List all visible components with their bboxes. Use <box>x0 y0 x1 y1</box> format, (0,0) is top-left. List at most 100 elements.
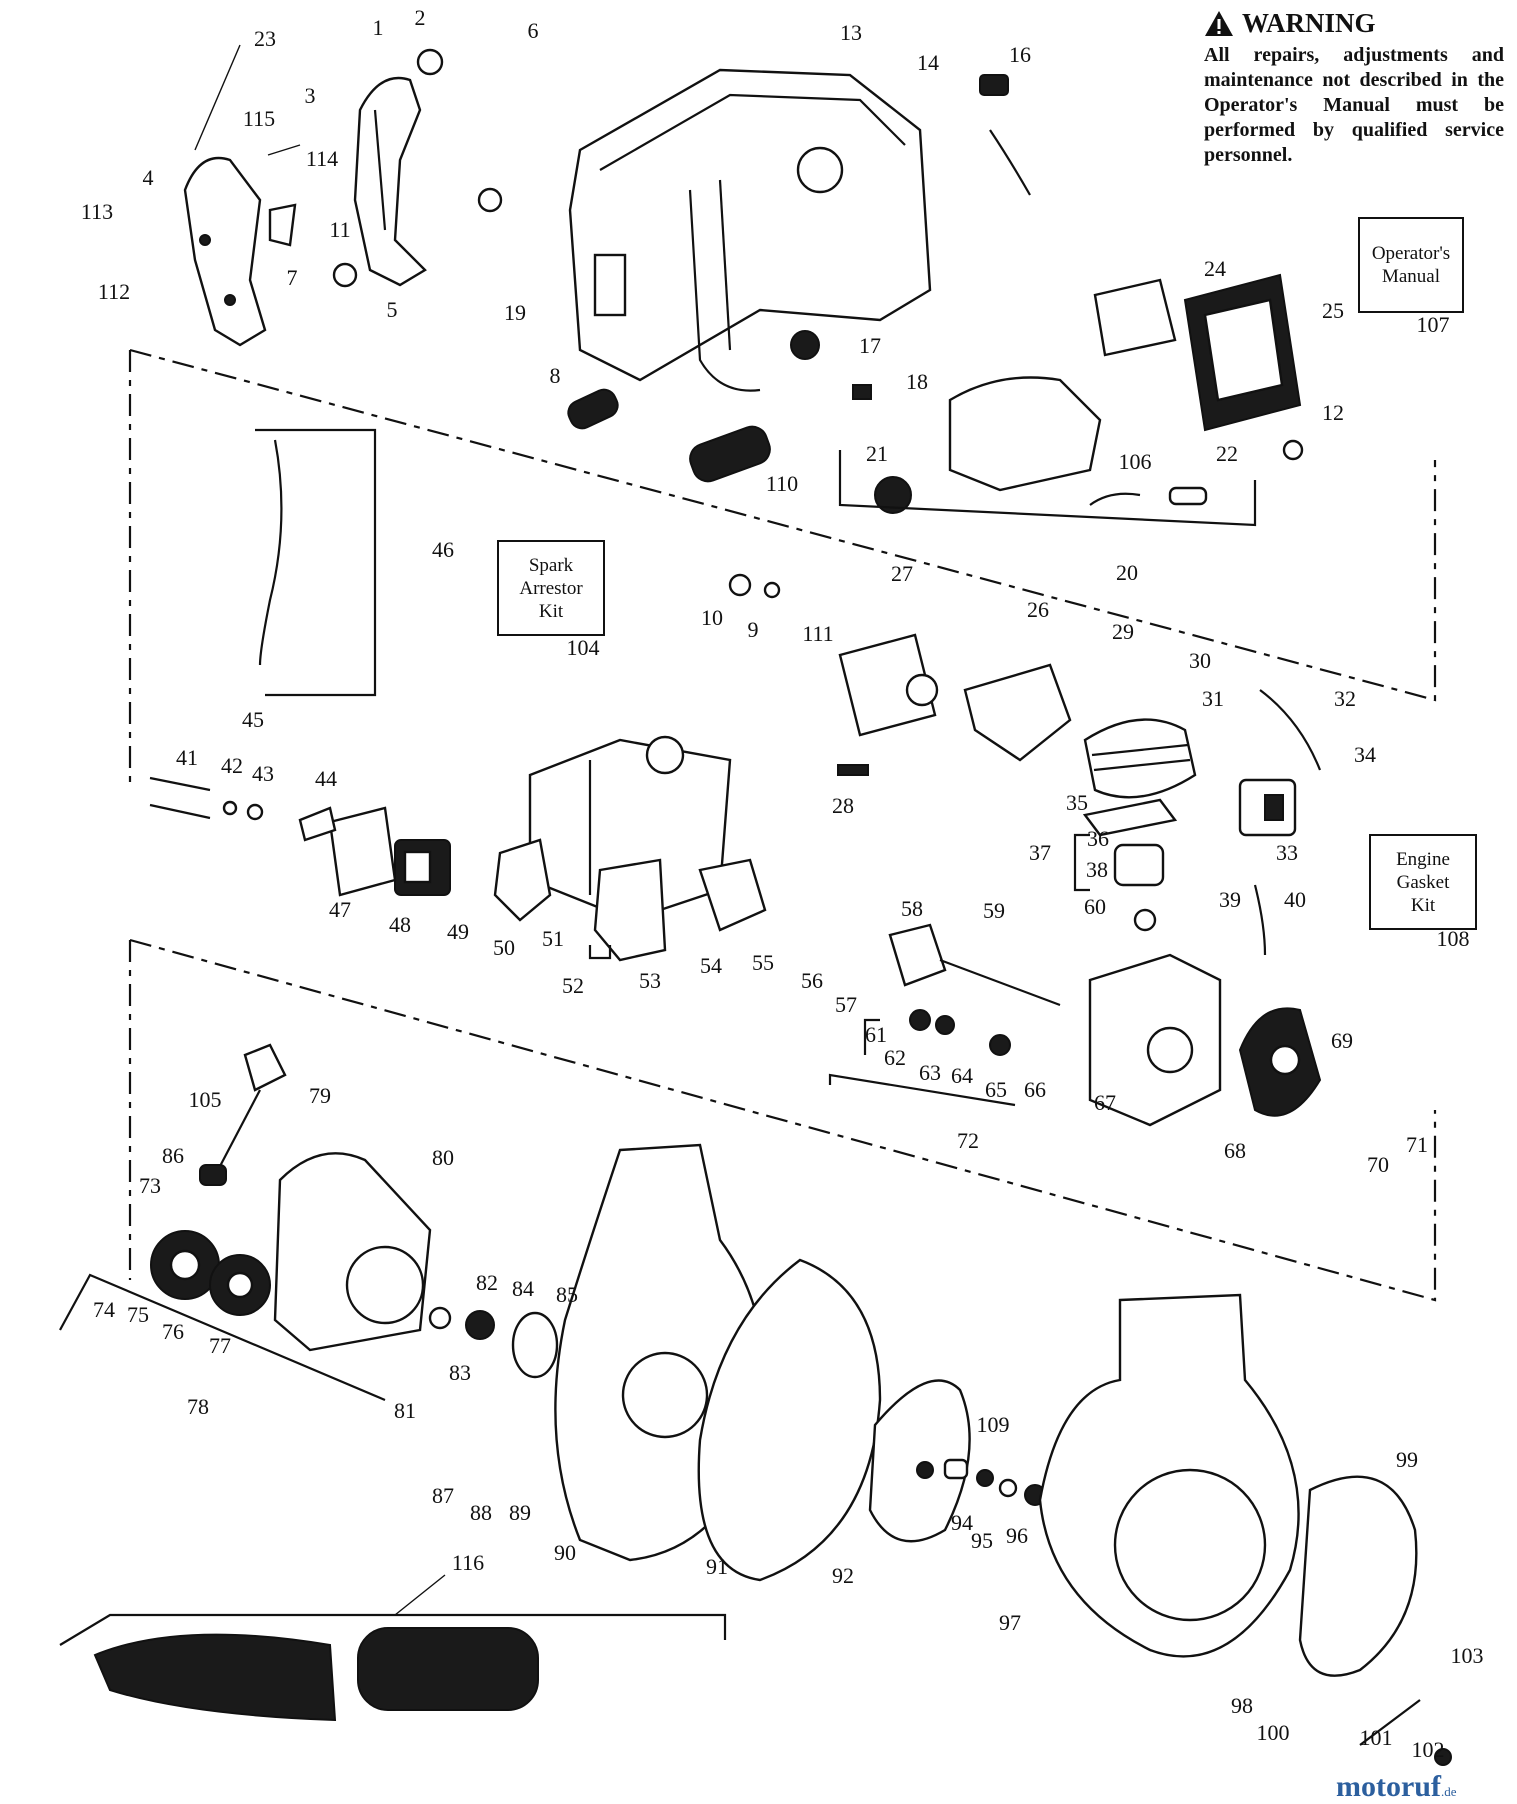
callout-5: 5 <box>387 297 398 322</box>
fuel-tank-group-bracket <box>838 450 1257 527</box>
callout-96: 96 <box>1006 1523 1028 1548</box>
callout-88: 88 <box>470 1500 492 1525</box>
callout-76: 76 <box>162 1319 184 1344</box>
callout-6: 6 <box>528 18 539 43</box>
ignition-module-33-part <box>1238 778 1297 837</box>
callout-18: 18 <box>906 369 928 394</box>
warning-panel: WARNING All repairs, adjustments and mai… <box>1204 8 1504 168</box>
spacer-83-part <box>428 1306 452 1330</box>
callout-86: 86 <box>162 1143 184 1168</box>
callout-9: 9 <box>748 617 759 642</box>
callout-107: 107 <box>1417 312 1450 337</box>
cylinder-31-part <box>1083 718 1197 799</box>
grommet-17-part <box>790 330 820 360</box>
o-ring-85-part <box>511 1311 559 1379</box>
flywheel-68-part <box>1238 1007 1322 1117</box>
callout-70: 70 <box>1367 1152 1389 1177</box>
washer-95-part <box>998 1478 1018 1498</box>
callout-35: 35 <box>1066 790 1088 815</box>
watermark-name: motoruf <box>1336 1770 1441 1803</box>
watermark-tld: .de <box>1440 1784 1457 1799</box>
callout-43: 43 <box>252 761 274 786</box>
callout-50: 50 <box>493 935 515 960</box>
grommet-part <box>332 262 358 288</box>
callout-19: 19 <box>504 300 526 325</box>
filter-25-part <box>1183 273 1302 432</box>
callout-13: 13 <box>840 20 862 45</box>
callout-115: 115 <box>243 106 275 131</box>
callout-1: 1 <box>373 15 384 40</box>
muffler-27-part <box>838 633 939 737</box>
callout-32: 32 <box>1334 686 1356 711</box>
callout-2: 2 <box>415 5 426 30</box>
callout-17: 17 <box>859 333 881 358</box>
callout-112: 112 <box>98 279 130 304</box>
callout-94: 94 <box>951 1510 973 1535</box>
gasket-50-part <box>493 838 552 922</box>
fan-cover-99-part <box>1298 1475 1418 1677</box>
callout-89: 89 <box>509 1500 531 1525</box>
callout-3: 3 <box>305 83 316 108</box>
callout-46: 46 <box>432 537 454 562</box>
adapter-53-part <box>593 858 667 962</box>
nut-12-part <box>1282 439 1304 461</box>
callout-27: 27 <box>891 561 913 586</box>
upper-housing-group-line <box>129 348 1437 702</box>
callout-61: 61 <box>865 1022 887 1047</box>
wire-32-top-part <box>989 129 1031 196</box>
callout-108: 108 <box>1437 926 1470 951</box>
leader-114 <box>267 144 301 156</box>
fan-housing-97-part <box>1038 1293 1300 1658</box>
callout-49: 49 <box>447 919 469 944</box>
callout-64: 64 <box>951 1063 973 1088</box>
callout-26: 26 <box>1027 597 1049 622</box>
blower-tube-part <box>93 1627 539 1722</box>
callout-85: 85 <box>556 1282 578 1307</box>
starter-78-bracket <box>59 1273 386 1402</box>
pin-101-part <box>1359 1699 1421 1746</box>
callout-68: 68 <box>1224 1138 1246 1163</box>
callout-105: 105 <box>189 1087 222 1112</box>
bracket-52 <box>588 945 612 960</box>
fuel-filter-22-part <box>1168 486 1208 506</box>
bearings-bracket <box>863 1018 880 1055</box>
callout-65: 65 <box>985 1077 1007 1102</box>
callout-25: 25 <box>1322 298 1344 323</box>
spacer-8-part <box>567 388 619 430</box>
handle-part <box>353 76 427 287</box>
callout-84: 84 <box>512 1276 534 1301</box>
callout-95: 95 <box>971 1528 993 1553</box>
callout-80: 80 <box>432 1145 454 1170</box>
engine-group-line <box>129 938 1437 1302</box>
starter-handle-79-part <box>217 1043 287 1171</box>
callout-104: 104 <box>567 635 600 660</box>
callout-59: 59 <box>983 898 1005 923</box>
callout-56: 56 <box>801 968 823 993</box>
callout-111: 111 <box>802 621 833 646</box>
callout-102: 102 <box>1412 1737 1445 1762</box>
callout-51: 51 <box>542 926 564 951</box>
callout-12: 12 <box>1322 400 1344 425</box>
screw-41a-part <box>149 776 211 792</box>
callout-22: 22 <box>1216 441 1238 466</box>
leader-23 <box>194 44 241 151</box>
spacer-109-part <box>943 1458 969 1480</box>
callout-39: 39 <box>1219 887 1241 912</box>
washer-42-part <box>222 800 238 816</box>
callout-91: 91 <box>706 1554 728 1579</box>
washer-9-part <box>763 581 781 599</box>
callout-77: 77 <box>209 1333 231 1358</box>
callout-42: 42 <box>221 753 243 778</box>
crankshaft-58-part <box>888 923 1061 1007</box>
watermark: motoruf.de <box>1336 1770 1457 1804</box>
grommet-part-2 <box>477 187 503 213</box>
grommet-86-part <box>199 1164 227 1186</box>
spark-arrestor-kit-box: Spark Arrestor Kit <box>497 540 605 636</box>
tube-110-part <box>689 425 771 483</box>
callout-62: 62 <box>884 1045 906 1070</box>
bearing-82-part <box>465 1310 495 1340</box>
callout-75: 75 <box>127 1302 149 1327</box>
callout-97: 97 <box>999 1610 1021 1635</box>
